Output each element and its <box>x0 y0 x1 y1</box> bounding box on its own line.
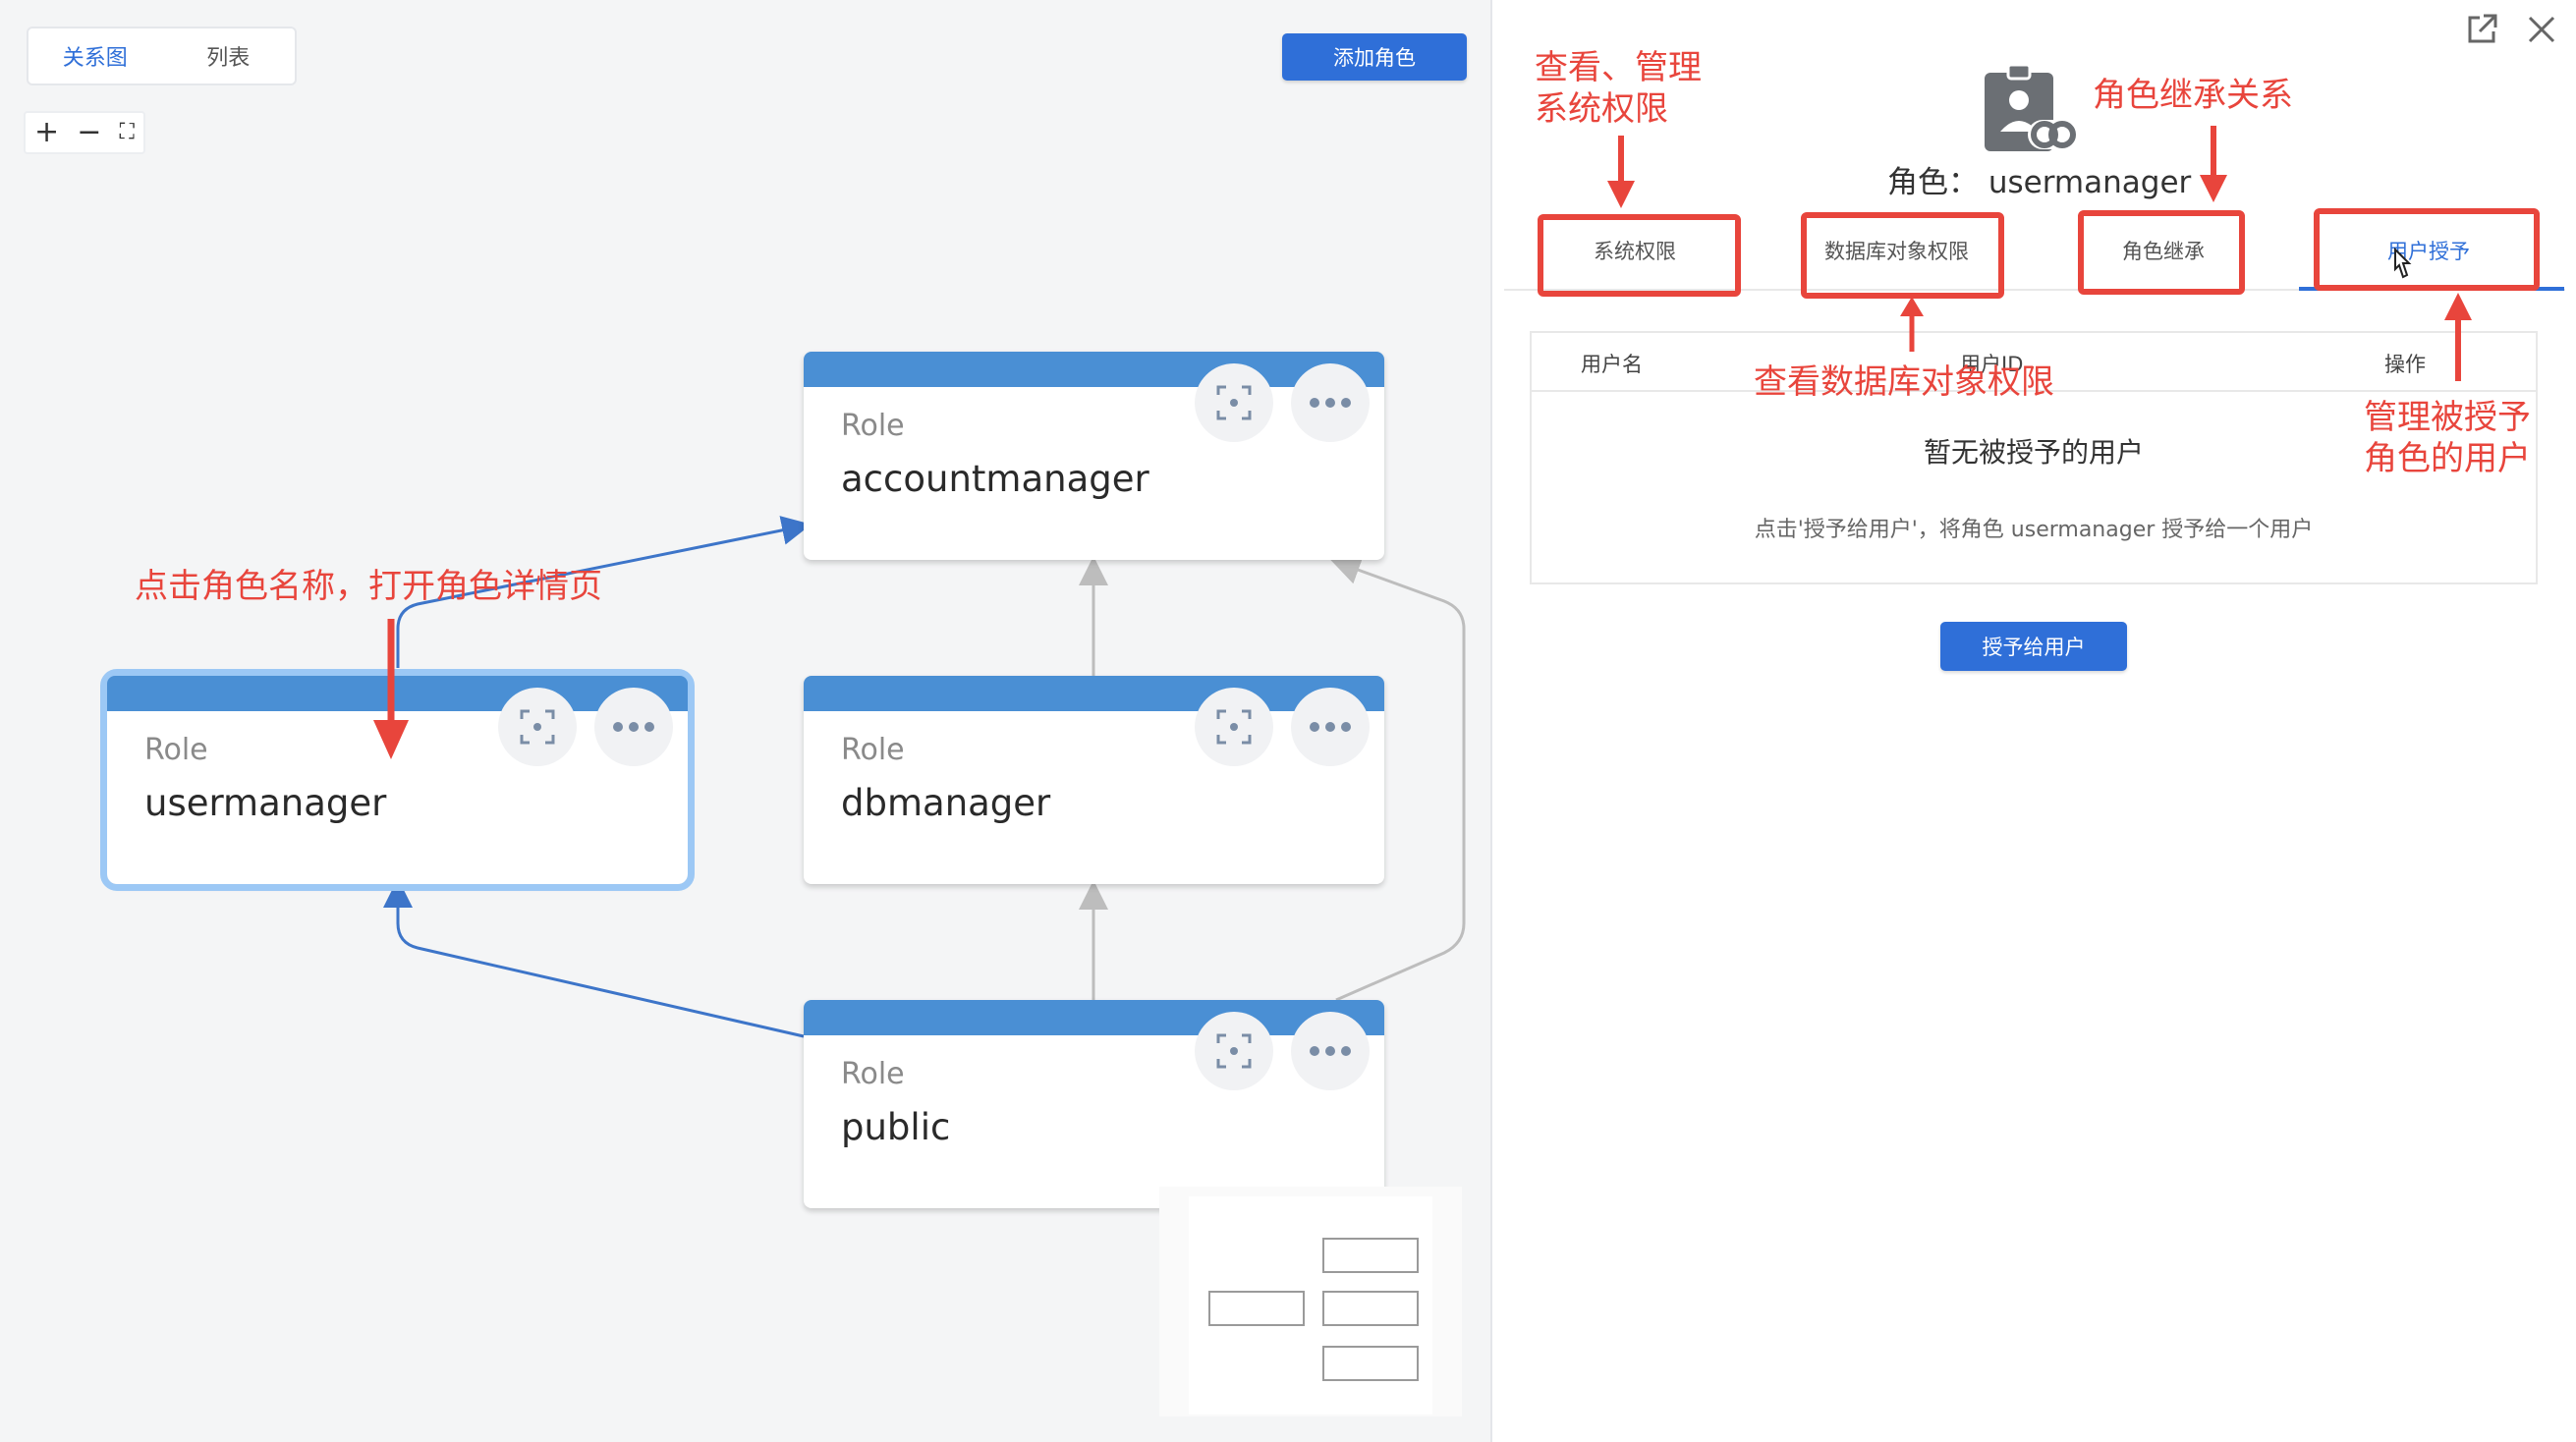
node-header <box>804 676 1384 711</box>
role-label: 角色： <box>1887 165 1979 200</box>
tab-graph-view[interactable]: 关系图 <box>62 46 128 71</box>
minimap-node <box>1322 1346 1419 1381</box>
zoom-controls: + − ⛶ <box>24 111 145 154</box>
tabs-divider <box>1504 289 2565 291</box>
highlight-tab-role-inheritance <box>2078 210 2245 295</box>
node-header <box>804 1000 1384 1035</box>
role-title: 角色： usermanager <box>1887 157 2191 201</box>
focus-icon[interactable] <box>1195 1012 1273 1090</box>
highlight-tab-system-permissions <box>1538 214 1741 297</box>
focus-icon[interactable] <box>1195 363 1273 442</box>
tab-list-view[interactable]: 列表 <box>206 46 251 71</box>
view-toggle: 关系图 列表 <box>27 27 297 85</box>
minimap-node <box>1322 1291 1419 1326</box>
node-role-name[interactable]: accountmanager <box>841 458 1149 500</box>
highlight-tab-db-object-permissions <box>1801 212 2004 299</box>
annotation-db-object-permissions: 查看数据库对象权限 <box>1754 362 2054 402</box>
annotation-line: 系统权限 <box>1535 89 1668 129</box>
edge-usermanager-accountmanager <box>396 516 812 668</box>
tab-db-object-permissions[interactable]: 数据库对象权限 <box>1824 240 1969 263</box>
more-icon[interactable] <box>1291 688 1370 766</box>
relationship-canvas[interactable]: 关系图 列表 + − ⛶ 添加角色 Role acc <box>0 0 1490 1442</box>
mouse-pointer-icon <box>2394 248 2412 279</box>
zoom-out-icon[interactable]: − <box>77 115 102 149</box>
focus-icon[interactable] <box>1195 688 1273 766</box>
annotation-arrow-down <box>1607 136 1635 208</box>
highlight-tab-user-grants <box>2314 208 2540 291</box>
edge-public-accountmanager <box>1330 556 1466 1002</box>
node-type-label: Role <box>841 733 905 767</box>
annotation-arrow-down <box>2200 126 2227 202</box>
minimap-viewport <box>1189 1196 1432 1414</box>
annotation-arrow-down <box>373 619 409 759</box>
grants-table: 用户名 用户ID 操作 暂无被授予的用户 点击'授予给用户'，将角色 userm… <box>1530 331 2538 584</box>
empty-state-title: 暂无被授予的用户 <box>1923 436 2144 469</box>
more-icon[interactable] <box>1291 363 1370 442</box>
node-header <box>107 676 688 711</box>
fit-view-icon[interactable]: ⛶ <box>119 120 135 144</box>
node-header <box>804 352 1384 387</box>
table-header: 用户名 用户ID 操作 <box>1532 333 2536 392</box>
tab-system-permissions[interactable]: 系统权限 <box>1594 240 1676 263</box>
column-header-actions: 操作 <box>2384 353 2426 376</box>
annotation-line: 查看、管理 <box>1535 48 1702 87</box>
minimap-node <box>1208 1291 1305 1326</box>
annotation-user-grants: 管理被授予 角色的用户 <box>2364 397 2531 479</box>
column-header-username: 用户名 <box>1581 353 1643 376</box>
tab-role-inheritance[interactable]: 角色继承 <box>2122 240 2205 263</box>
node-role-name[interactable]: usermanager <box>144 782 387 824</box>
column-header-userid: 用户ID <box>1960 353 2024 376</box>
open-external-icon[interactable] <box>2464 12 2499 55</box>
more-icon[interactable] <box>594 688 673 766</box>
role-node-public[interactable]: Role public <box>804 1000 1384 1208</box>
annotation-arrow-up <box>2444 293 2472 381</box>
role-node-accountmanager[interactable]: Role accountmanager <box>804 352 1384 560</box>
zoom-in-icon[interactable]: + <box>34 115 60 149</box>
annotation-role-inheritance: 角色继承关系 <box>2093 76 2293 115</box>
node-type-label: Role <box>144 733 208 767</box>
node-role-name[interactable]: dbmanager <box>841 782 1051 824</box>
role-node-usermanager[interactable]: Role usermanager <box>100 669 695 891</box>
node-type-label: Role <box>841 409 905 443</box>
relationship-edges <box>383 516 1466 1038</box>
node-role-name[interactable]: public <box>841 1106 951 1148</box>
annotation-system-permissions: 查看、管理 系统权限 <box>1535 47 1702 130</box>
annotation-click-role-name: 点击角色名称，打开角色详情页 <box>135 567 602 606</box>
grant-to-user-button[interactable]: 授予给用户 <box>1940 622 2127 671</box>
minimap[interactable] <box>1159 1187 1462 1416</box>
more-icon[interactable] <box>1291 1012 1370 1090</box>
focus-icon[interactable] <box>498 688 577 766</box>
annotation-line: 管理被授予 <box>2364 398 2531 437</box>
node-type-label: Role <box>841 1057 905 1091</box>
close-icon[interactable] <box>2524 12 2559 55</box>
annotation-arrow-up <box>1900 297 1924 352</box>
add-role-button[interactable]: 添加角色 <box>1282 33 1467 81</box>
panel-divider[interactable] <box>1490 0 1492 1442</box>
annotation-line: 角色的用户 <box>2364 439 2531 478</box>
edge-public-usermanager <box>383 878 805 1038</box>
empty-state-hint: 点击'授予给用户'，将角色 usermanager 授予给一个用户 <box>1754 518 2314 542</box>
role-node-dbmanager[interactable]: Role dbmanager <box>804 676 1384 884</box>
minimap-node <box>1322 1238 1419 1273</box>
role-detail-panel <box>1492 0 2576 1442</box>
role-badge-icon <box>1983 61 2081 159</box>
role-name: usermanager <box>1988 165 2192 200</box>
